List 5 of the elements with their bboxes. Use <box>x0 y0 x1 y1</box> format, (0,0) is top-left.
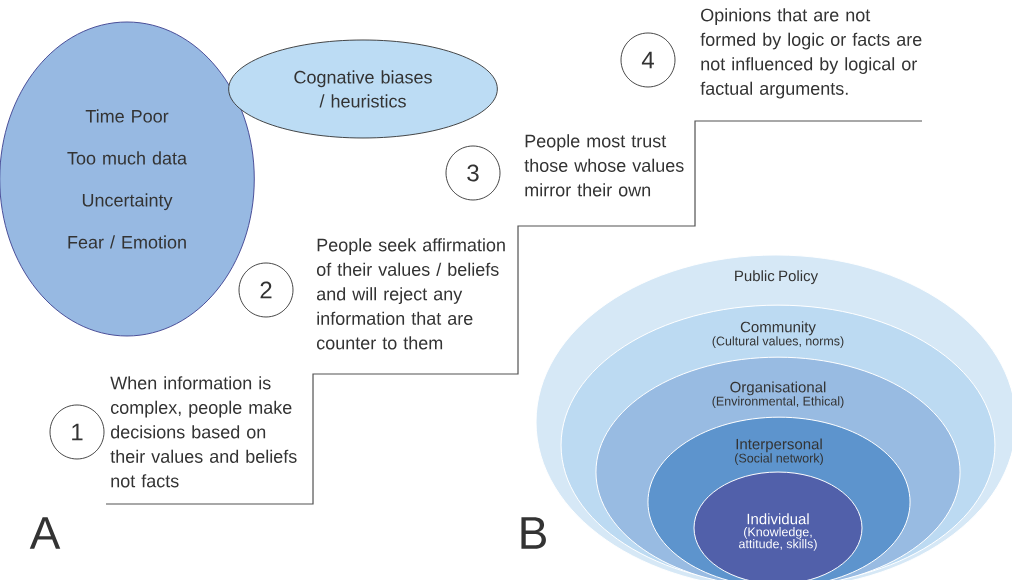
panel-letter: A <box>29 517 61 549</box>
step-text: When information is complex, people make decisions based on their values and beliefs not facts <box>110 376 297 488</box>
step-text: People seek affirmation of their values / beliefs and will reject any information that are counter to them <box>316 238 505 350</box>
step-text: Opinions that are not formed by logic or facts are not influenced by logical or factual arguments. <box>700 8 922 99</box>
step-text: People most trust those whose values mirror their own <box>524 134 684 197</box>
